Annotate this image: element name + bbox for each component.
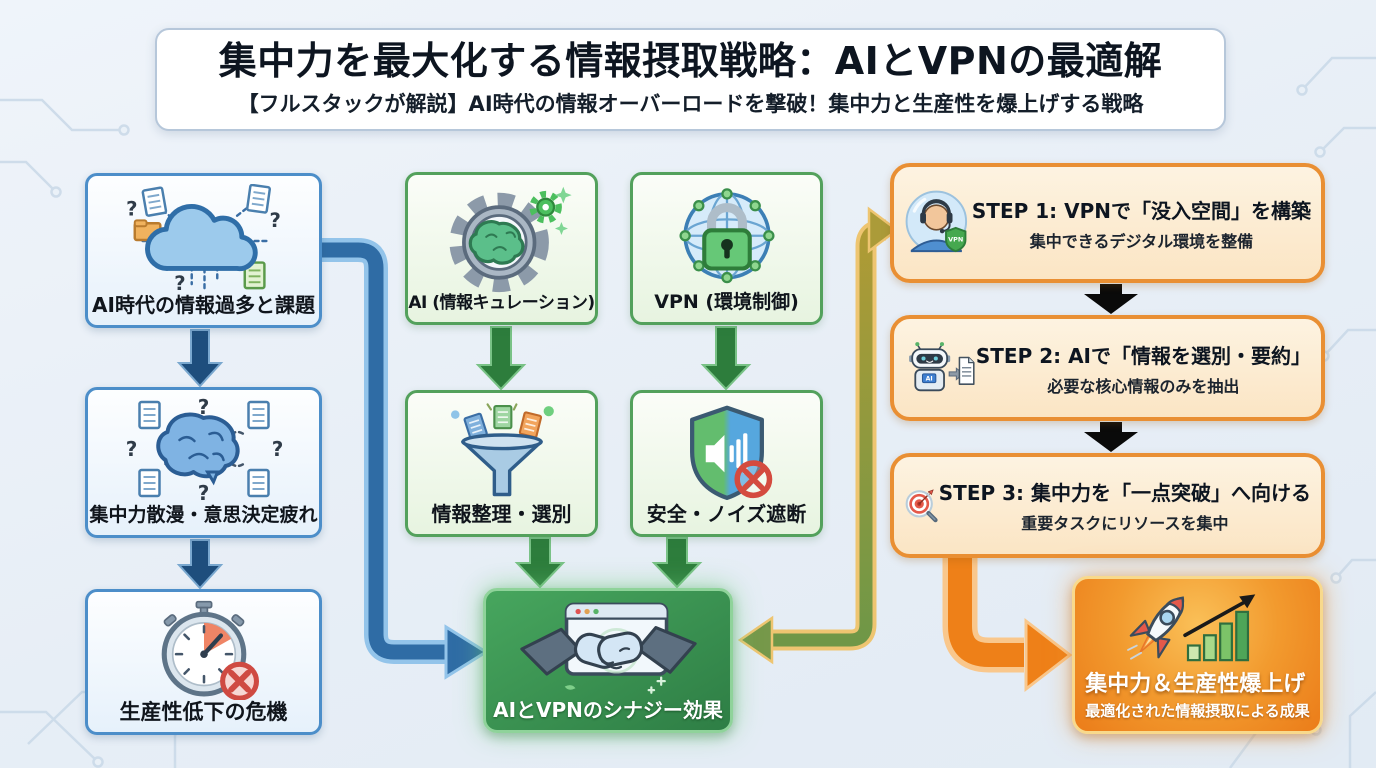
gear-brain-icon	[449, 186, 572, 293]
shield-noise-icon	[689, 405, 772, 501]
rocket-growth-icon	[1127, 594, 1256, 662]
problem-box-label: 生産性低下の危機	[119, 699, 288, 724]
arrow-problem-1-2	[176, 329, 224, 388]
handshake-icon	[519, 602, 697, 694]
arrow-step3-result	[942, 556, 1073, 693]
svg-text:?: ?	[197, 398, 209, 419]
result-subtitle: 最適化された情報摂取による成果	[1085, 702, 1310, 720]
vpn-box-control: VPN (環境制御)	[630, 172, 823, 325]
ai-box-curation: AI (情報キュレーション)	[405, 172, 598, 325]
ai-box-filtering: 情報整理・選別	[405, 390, 598, 537]
step3-subtitle: 重要タスクにリソースを集中	[1021, 514, 1229, 533]
vpn-box-label: 安全・ノイズ遮断	[646, 502, 807, 526]
arrow-ai-synergy	[514, 537, 566, 589]
problem-box-label: 集中力散漫・意思決定疲れ	[89, 504, 318, 527]
problem-box-distraction: ?? ?? 集中力散漫・意思決定疲れ	[85, 387, 322, 538]
problem-box-label: AI時代の情報過多と課題	[92, 293, 315, 317]
step1-title: STEP 1: VPNで「没入空間」を構築	[971, 198, 1311, 223]
synergy-box: AIとVPNのシナジー効果	[483, 588, 733, 733]
step1-subtitle: 集中できるデジタル環境を整備	[1029, 231, 1254, 251]
stopwatch-decline-icon	[161, 600, 259, 700]
target-magnifier-icon	[905, 488, 938, 522]
step2-title: STEP 2: AIで「情報を選別・要約」	[975, 343, 1311, 368]
svg-text:?: ?	[126, 197, 137, 220]
robot-document-icon: AI	[909, 342, 975, 392]
problem-box-info-overload: ??? AI時代の情報過多と課題	[85, 173, 322, 328]
title-banner: 集中力を最大化する情報摂取戦略：AIとVPNの最適解 【フルスタックが解説】AI…	[155, 28, 1226, 131]
arrow-step-2-3	[1084, 422, 1138, 452]
step3-title: STEP 3: 集中力を「一点突破」へ向ける	[938, 481, 1311, 505]
result-title: 集中力＆生産性爆上げ	[1085, 672, 1306, 697]
globe-lock-icon	[678, 188, 775, 284]
step3-box: STEP 3: 集中力を「一点突破」へ向ける 重要タスクにリソースを集中	[890, 453, 1325, 558]
cloud-overload-icon: ???	[126, 184, 280, 294]
svg-text:?: ?	[174, 272, 185, 294]
page-title: 集中力を最大化する情報摂取戦略：AIとVPNの最適解	[218, 39, 1163, 84]
brain-distraction-icon: ?? ??	[125, 398, 283, 502]
svg-text:?: ?	[271, 437, 283, 461]
arrow-ai-1-2	[475, 326, 527, 391]
step2-subtitle: 必要な核心情報のみを抽出	[1047, 376, 1240, 396]
arrow-vpn-synergy	[651, 537, 703, 589]
svg-text:?: ?	[197, 481, 209, 502]
arrow-step-1-2	[1084, 284, 1138, 314]
svg-text:AI: AI	[926, 376, 933, 383]
step1-box: VPN STEP 1: VPNで「没入空間」を構築 集中できるデジタル環境を整備	[890, 163, 1325, 283]
vpn-box-label: VPN (環境制御)	[654, 291, 799, 314]
svg-text:?: ?	[269, 209, 280, 232]
funnel-icon	[450, 403, 554, 497]
vpn-box-noise-block: 安全・ノイズ遮断	[630, 390, 823, 537]
headset-person-icon: VPN	[905, 190, 968, 253]
svg-text:?: ?	[125, 437, 137, 461]
svg-text:VPN: VPN	[948, 235, 963, 243]
step2-box: AI STEP 2: AIで「情報を選別・要約」 必要な核心情報のみを抽出	[890, 315, 1325, 421]
synergy-label: AIとVPNのシナジー効果	[493, 698, 723, 722]
ai-box-label: 情報整理・選別	[431, 502, 572, 526]
arrow-vpn-1-2	[700, 326, 752, 391]
arrow-problem-2-3	[176, 539, 224, 590]
page-subtitle: 【フルスタックが解説】AI時代の情報オーバーロードを撃破！集中力と生産性を爆上げ…	[237, 91, 1144, 116]
problem-box-productivity: 生産性低下の危機	[85, 589, 322, 735]
result-box: 集中力＆生産性爆上げ 最適化された情報摂取による成果	[1072, 576, 1323, 734]
ai-box-label: AI (情報キュレーション)	[408, 293, 595, 314]
